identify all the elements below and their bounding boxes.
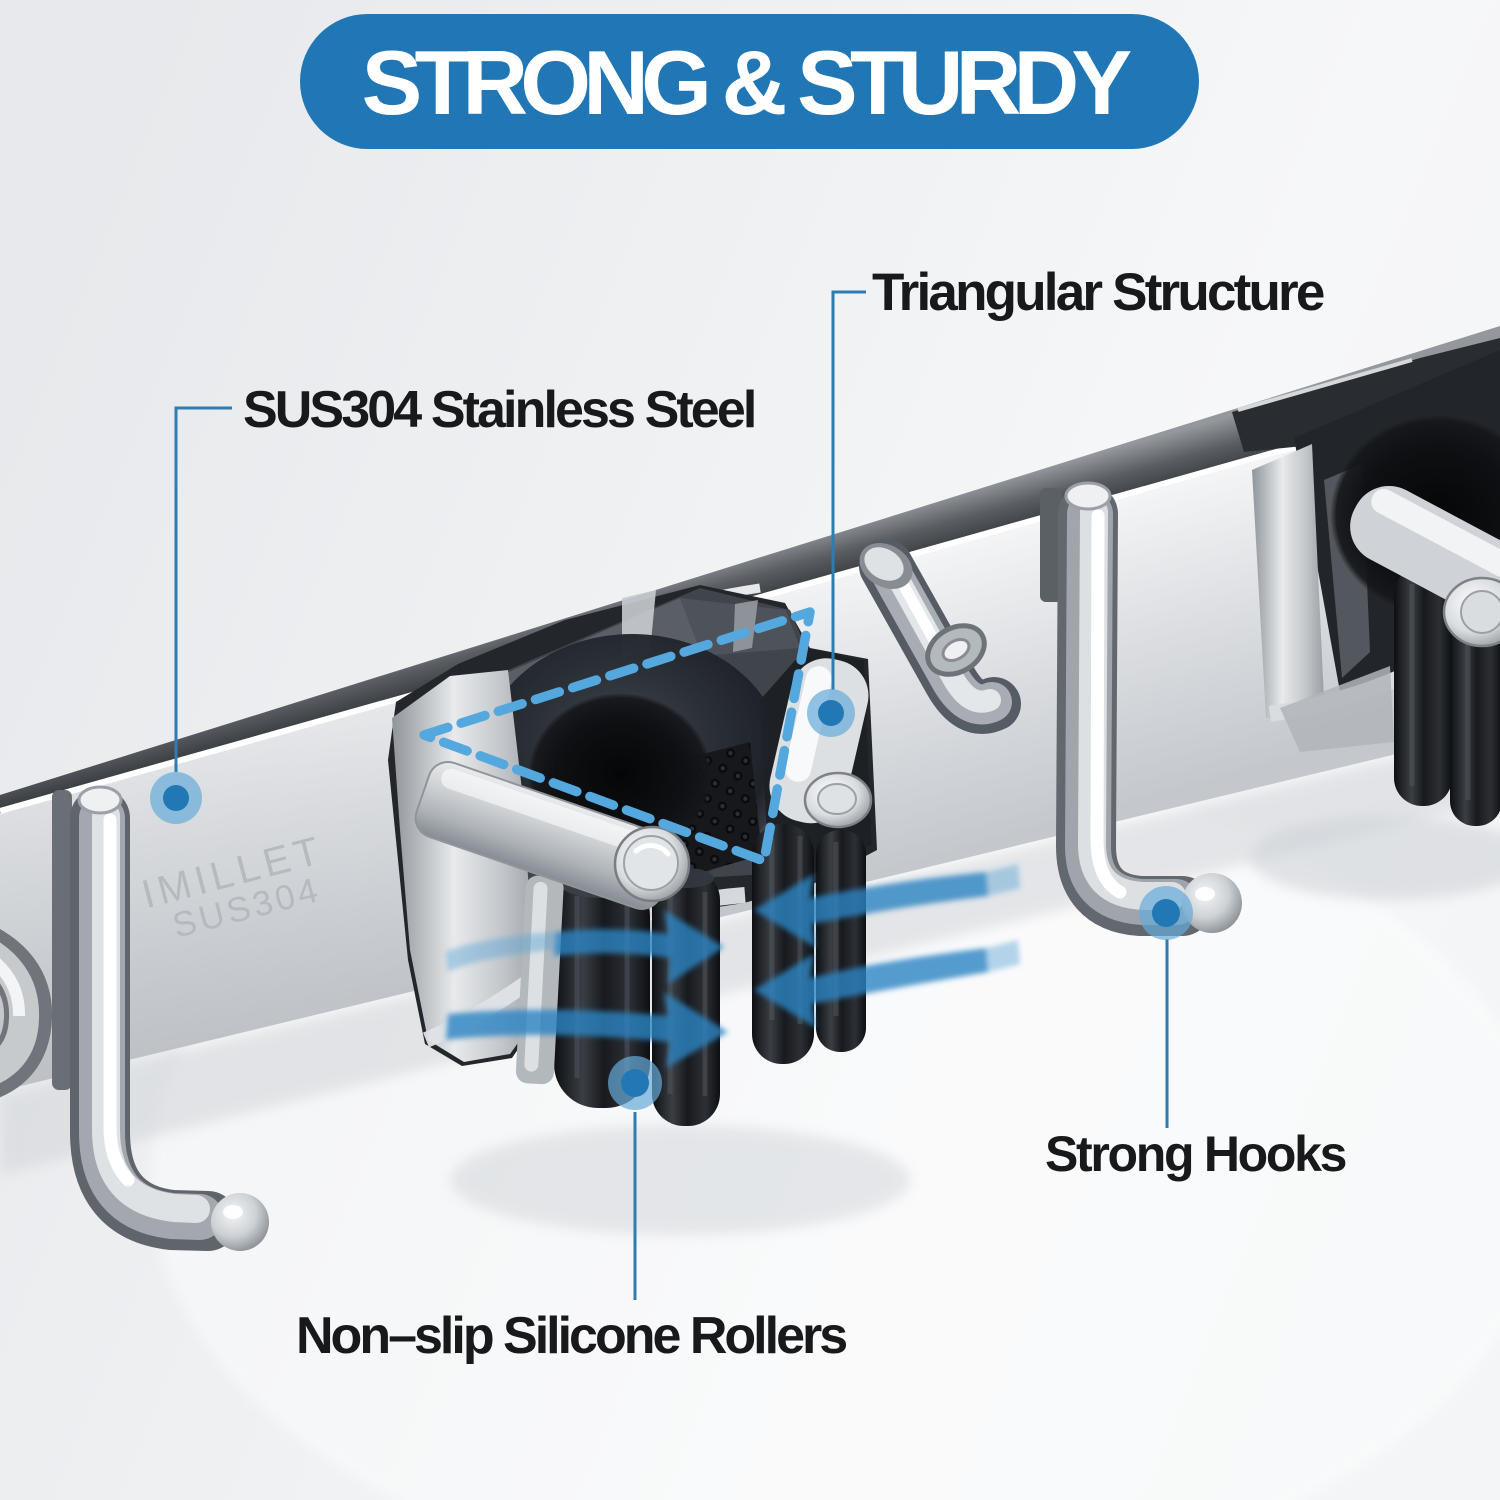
svg-text:SUS304 Stainless Steel: SUS304 Stainless Steel	[243, 381, 754, 439]
svg-text:Triangular Structure: Triangular Structure	[872, 263, 1324, 322]
svg-text:Strong Hooks: Strong Hooks	[1045, 1126, 1346, 1182]
svg-text:Non–slip Silicone Rollers: Non–slip Silicone Rollers	[296, 1307, 846, 1365]
svg-text:STRONG & STURDY: STRONG & STURDY	[362, 33, 1132, 134]
